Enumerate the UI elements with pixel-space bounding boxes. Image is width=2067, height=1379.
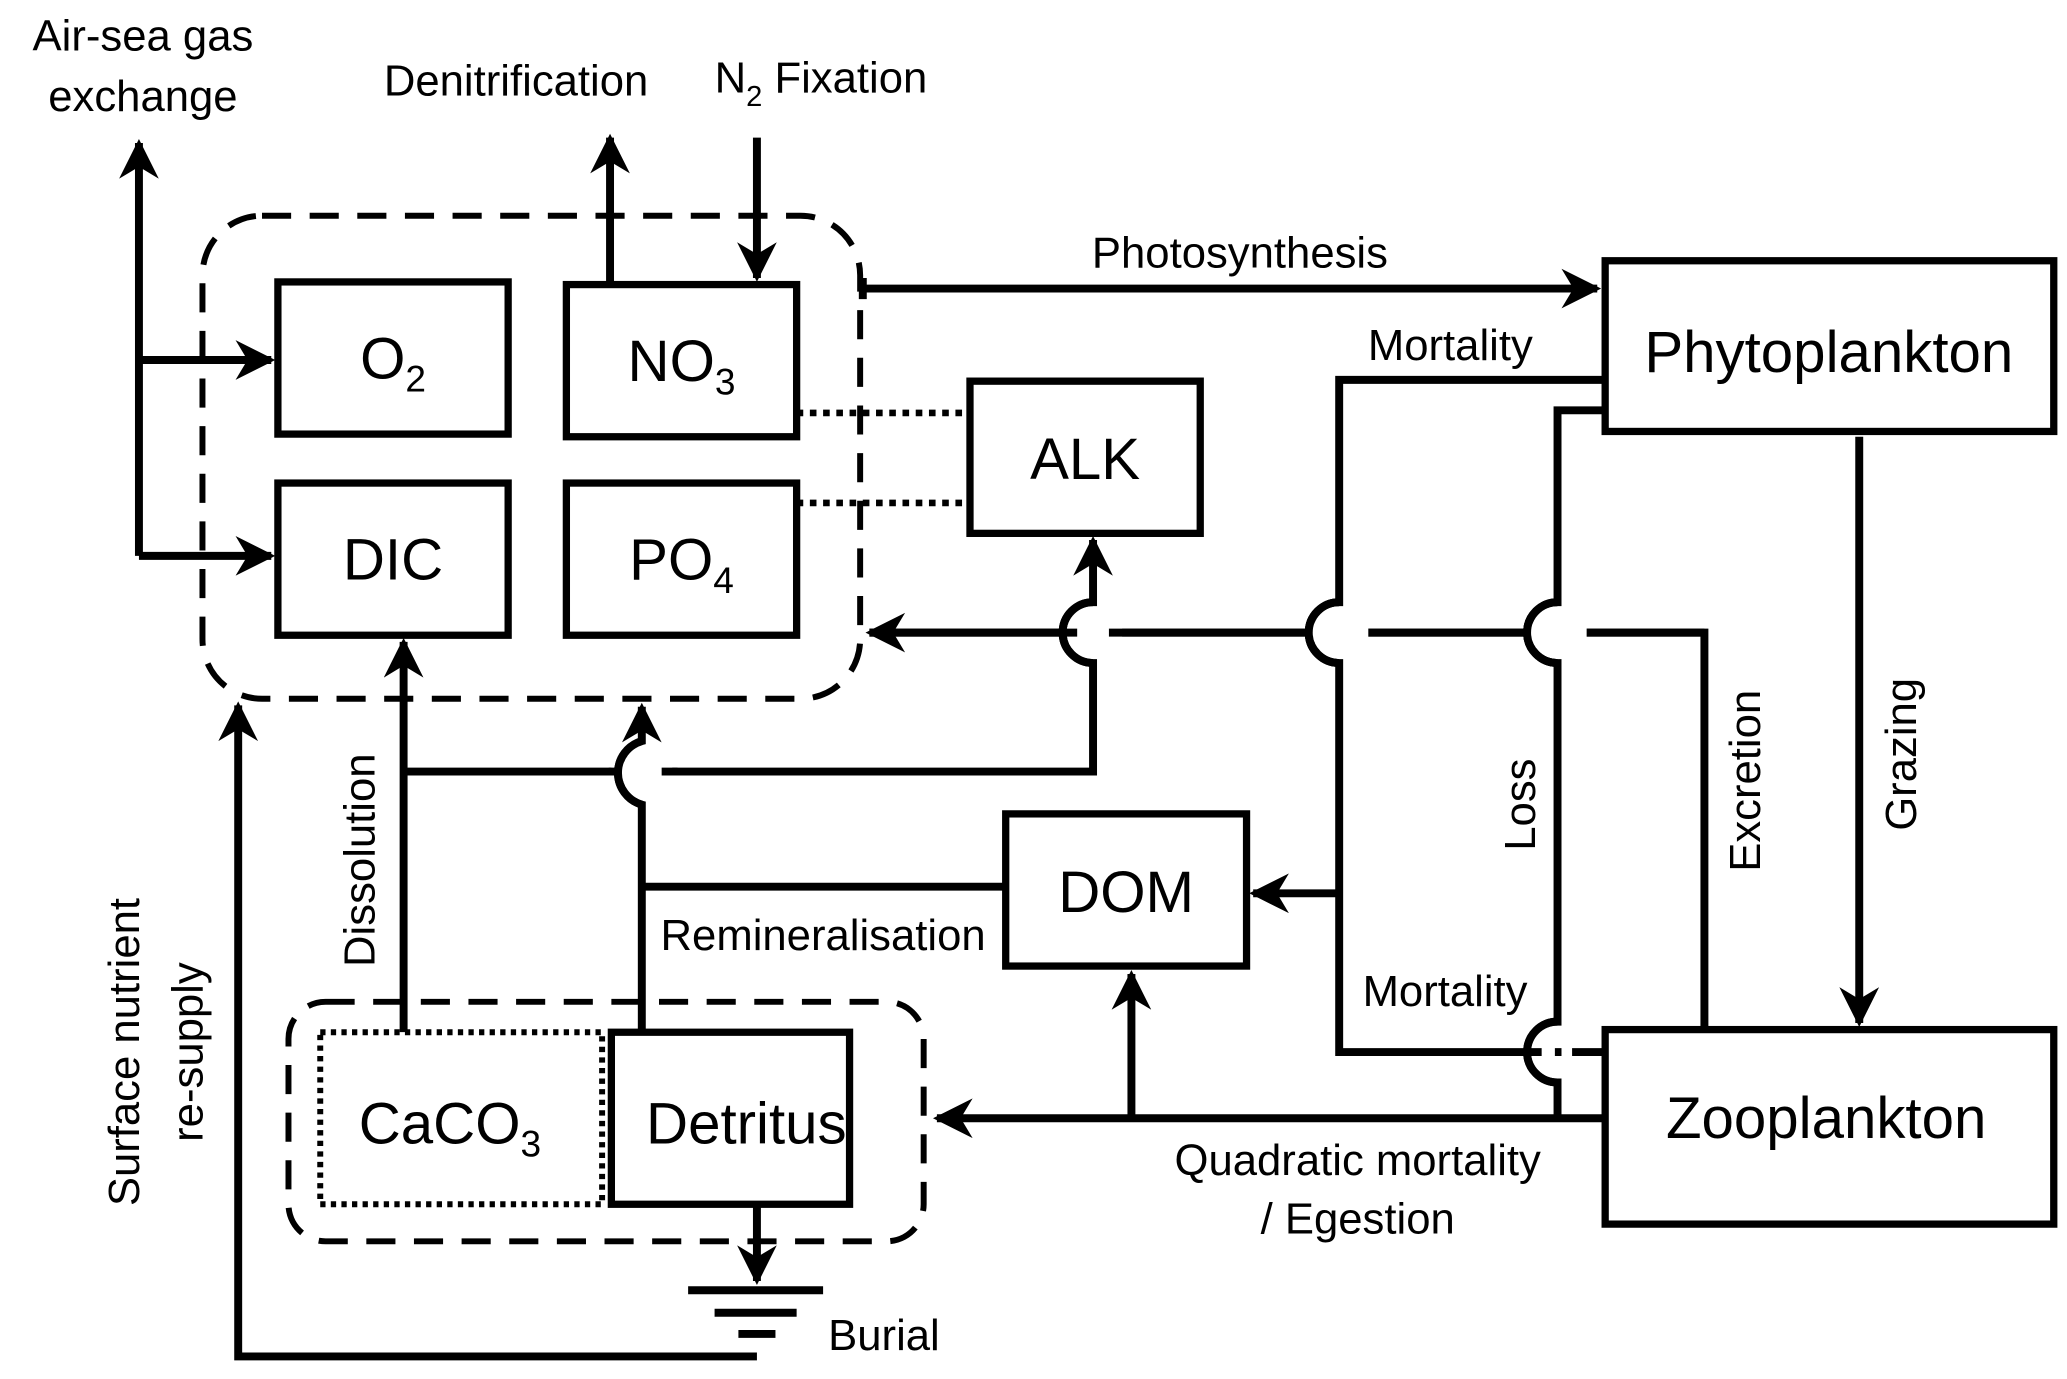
- no3-node[interactable]: NO3: [562, 280, 801, 441]
- excretion-line: [865, 612, 1709, 1030]
- detritus-node[interactable]: Detritus: [607, 1028, 854, 1208]
- n2-fixation-label: N2 Fixation: [715, 54, 928, 113]
- jump-arc: [1523, 598, 1558, 668]
- resupply-label: Surface nutrient: [100, 898, 149, 1206]
- resupply-label-2: re-supply: [163, 962, 212, 1142]
- dom-node[interactable]: DOM: [1002, 810, 1251, 970]
- svg-text:Zooplankton: Zooplankton: [1666, 1086, 1986, 1151]
- remineralisation-label: Remineralisation: [661, 911, 986, 960]
- jump-arc: [614, 737, 644, 809]
- mortality-zoo-label: Mortality: [1363, 967, 1528, 1016]
- svg-text:NO3: NO3: [628, 329, 736, 402]
- alk-node[interactable]: ALK: [966, 377, 1204, 537]
- air-sea-label-2: exchange: [48, 72, 237, 121]
- svg-text:PO4: PO4: [629, 528, 734, 601]
- phytoplankton-node[interactable]: Phytoplankton: [1601, 257, 2058, 436]
- svg-text:Detritus: Detritus: [646, 1091, 847, 1156]
- grazing-label: Grazing: [1877, 678, 1926, 831]
- po4-node[interactable]: PO4: [562, 479, 801, 639]
- air-sea-label: Air-sea gas: [33, 11, 254, 60]
- burial-label: Burial: [828, 1311, 940, 1360]
- photosynthesis-label: Photosynthesis: [1092, 228, 1388, 277]
- resupply-arrow: [218, 701, 757, 1361]
- svg-text:DIC: DIC: [343, 528, 443, 593]
- egestion-label: / Egestion: [1261, 1194, 1455, 1243]
- jump-arc: [1304, 598, 1340, 668]
- svg-text:DOM: DOM: [1058, 860, 1194, 925]
- caco3-node[interactable]: CaCO3: [317, 1029, 606, 1208]
- zooplankton-node[interactable]: Zooplankton: [1601, 1025, 2058, 1228]
- jump-arc: [1058, 598, 1094, 668]
- quadratic-mortality-label: Quadratic mortality: [1175, 1136, 1542, 1185]
- dic-node[interactable]: DIC: [274, 479, 512, 639]
- excretion-label: Excretion: [1721, 690, 1770, 872]
- ground-icon: [688, 1286, 824, 1338]
- svg-text:Phytoplankton: Phytoplankton: [1644, 320, 2013, 385]
- denitrification-label: Denitrification: [384, 56, 648, 105]
- o2-node[interactable]: O2: [274, 278, 512, 438]
- photosynthesis-arrow: [858, 278, 1597, 299]
- particulate-group: [285, 998, 927, 1245]
- mortality-phyto-label: Mortality: [1368, 321, 1533, 370]
- svg-text:CaCO3: CaCO3: [359, 1091, 541, 1164]
- svg-text:O2: O2: [360, 327, 426, 400]
- dissolution-label: Dissolution: [335, 753, 384, 967]
- loss-label: Loss: [1496, 759, 1545, 851]
- jump-arc: [1523, 1017, 1558, 1087]
- svg-text:ALK: ALK: [1030, 427, 1140, 492]
- nutrient-pool-group: [199, 212, 864, 702]
